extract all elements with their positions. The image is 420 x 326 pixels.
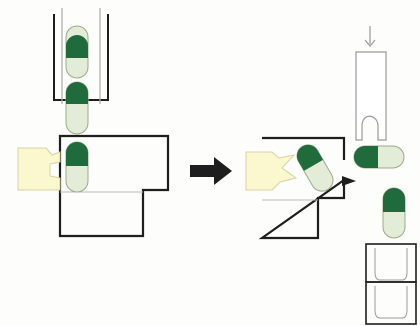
falling-capsule: [382, 187, 406, 239]
right-arrow-icon: [190, 157, 232, 185]
hopper-inner-wall: [61, 8, 101, 104]
capsule-cap: [383, 188, 405, 212]
hopper-capsule: [65, 25, 89, 79]
chamber-capsule: [296, 144, 334, 192]
down-arrow-icon: [364, 39, 376, 47]
capsule-cap: [354, 146, 378, 168]
capsule-cap: [297, 144, 324, 171]
separation-chamber: [258, 136, 346, 240]
small-right-arrow-icon: [342, 176, 356, 186]
capsule-cap: [66, 142, 88, 166]
chamber-capsule: [65, 141, 89, 193]
separation-chamber: [58, 134, 170, 238]
right-panel: [245, 26, 417, 325]
vacuum-gripper: [355, 26, 387, 141]
tube-inner-upper: [374, 248, 408, 281]
capsule-cap: [66, 82, 88, 104]
capsule-cap: [66, 35, 88, 58]
ejected-capsule: [353, 145, 405, 169]
pusher-block: [245, 151, 298, 191]
tube-inner-lower: [374, 286, 408, 319]
pusher-block: [17, 147, 61, 191]
tube-lower-frame: [365, 281, 417, 325]
tube-upper-frame: [365, 243, 417, 283]
hopper-capsule: [65, 81, 89, 135]
receiving-tube: [365, 243, 417, 325]
left-panel: [17, 8, 170, 238]
gripper-body: [355, 51, 387, 141]
